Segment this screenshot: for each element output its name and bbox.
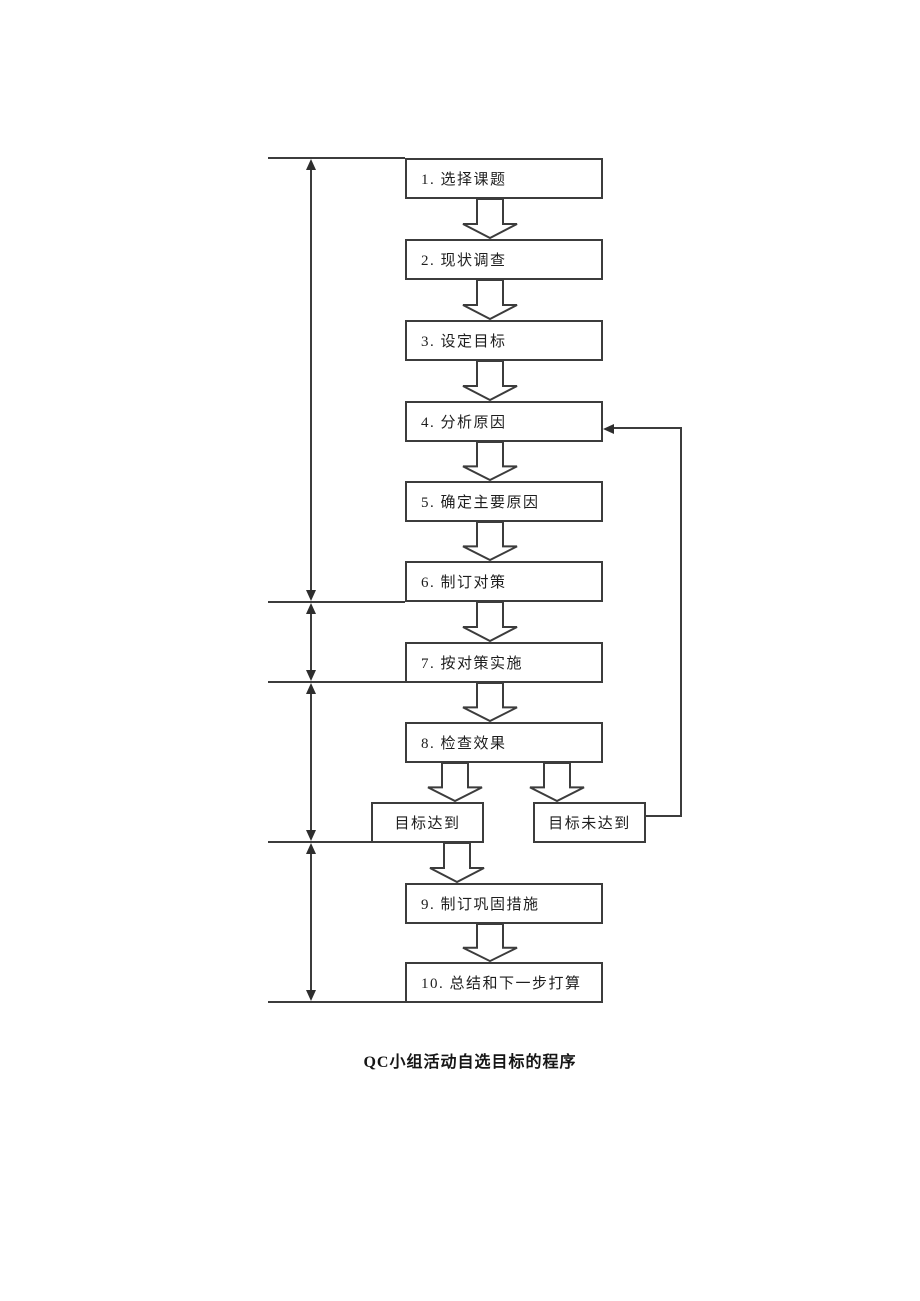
loop-back-top-line xyxy=(613,427,682,429)
flow-step-label-6: 6. 制订对策 xyxy=(421,575,507,591)
phase-span-line-2 xyxy=(310,612,312,671)
phase-span-1-down-arrow-icon xyxy=(306,590,316,601)
phase-span-2-up-arrow-icon xyxy=(306,603,316,614)
flow-step-box-6: 6. 制订对策 xyxy=(405,561,603,602)
phase-span-line-3 xyxy=(310,691,312,831)
down-block-arrow-6-7 xyxy=(462,602,518,642)
down-block-arrow-4-5 xyxy=(462,442,518,481)
flow-step-label-7: 7. 按对策实施 xyxy=(421,656,524,672)
flow-step-label-2: 2. 现状调查 xyxy=(421,253,507,269)
phase-span-3-down-arrow-icon xyxy=(306,830,316,841)
flow-step-label-5: 5. 确定主要原因 xyxy=(421,495,540,511)
flow-step-box-8: 8. 检查效果 xyxy=(405,722,603,763)
flow-step-box-1: 1. 选择课题 xyxy=(405,158,603,199)
down-block-arrow-5-6 xyxy=(462,522,518,561)
phase-span-line-4 xyxy=(310,851,312,990)
phase-line-2 xyxy=(268,601,405,603)
phase-span-4-up-arrow-icon xyxy=(306,843,316,854)
phase-span-2-down-arrow-icon xyxy=(306,670,316,681)
flow-step-box-2: 2. 现状调查 xyxy=(405,239,603,280)
flow-step-box-3: 3. 设定目标 xyxy=(405,320,603,361)
loop-back-bottom-line xyxy=(646,815,682,817)
down-block-arrow-1-2 xyxy=(462,199,518,239)
phase-line-bottom xyxy=(268,1001,405,1003)
diagram-caption: QC小组活动自选目标的程序 xyxy=(363,1054,577,1071)
flow-step-label-9: 9. 制订巩固措施 xyxy=(421,897,540,913)
goal-not-achieved-label: 目标未达到 xyxy=(548,816,631,832)
flow-step-label-4: 4. 分析原因 xyxy=(421,415,507,431)
flow-step-box-9: 9. 制订巩固措施 xyxy=(405,883,603,924)
goal-achieved-label: 目标达到 xyxy=(394,816,461,832)
flow-step-box-5: 5. 确定主要原因 xyxy=(405,481,603,522)
flow-step-label-3: 3. 设定目标 xyxy=(421,334,507,350)
loop-back-arrowhead-icon xyxy=(603,424,614,434)
flow-step-label-1: 1. 选择课题 xyxy=(421,172,507,188)
phase-span-1-up-arrow-icon xyxy=(306,159,316,170)
phase-span-3-up-arrow-icon xyxy=(306,683,316,694)
flow-step-box-7: 7. 按对策实施 xyxy=(405,642,603,683)
loop-back-vertical-line xyxy=(680,427,682,817)
flow-step-label-10: 10. 总结和下一步打算 xyxy=(421,976,582,992)
phase-line-3 xyxy=(268,681,405,683)
flow-step-label-8: 8. 检查效果 xyxy=(421,736,507,752)
goal-not-achieved-box: 目标未达到 xyxy=(533,802,646,843)
phase-span-4-down-arrow-icon xyxy=(306,990,316,1001)
down-block-arrow-8-achieved xyxy=(427,763,483,802)
flow-step-box-4: 4. 分析原因 xyxy=(405,401,603,442)
flow-step-box-10: 10. 总结和下一步打算 xyxy=(405,962,603,1003)
down-block-arrow-2-3 xyxy=(462,280,518,320)
down-block-arrow-8-not-achieved xyxy=(529,763,585,802)
down-block-arrow-3-4 xyxy=(462,361,518,401)
phase-span-line-1 xyxy=(310,167,312,591)
down-block-arrow-7-8 xyxy=(462,683,518,722)
goal-achieved-box: 目标达到 xyxy=(371,802,484,843)
down-block-arrow-9-10 xyxy=(462,924,518,962)
phase-line-4 xyxy=(268,841,371,843)
down-block-arrow-achieved-9 xyxy=(429,843,485,883)
phase-line-top xyxy=(268,157,405,159)
